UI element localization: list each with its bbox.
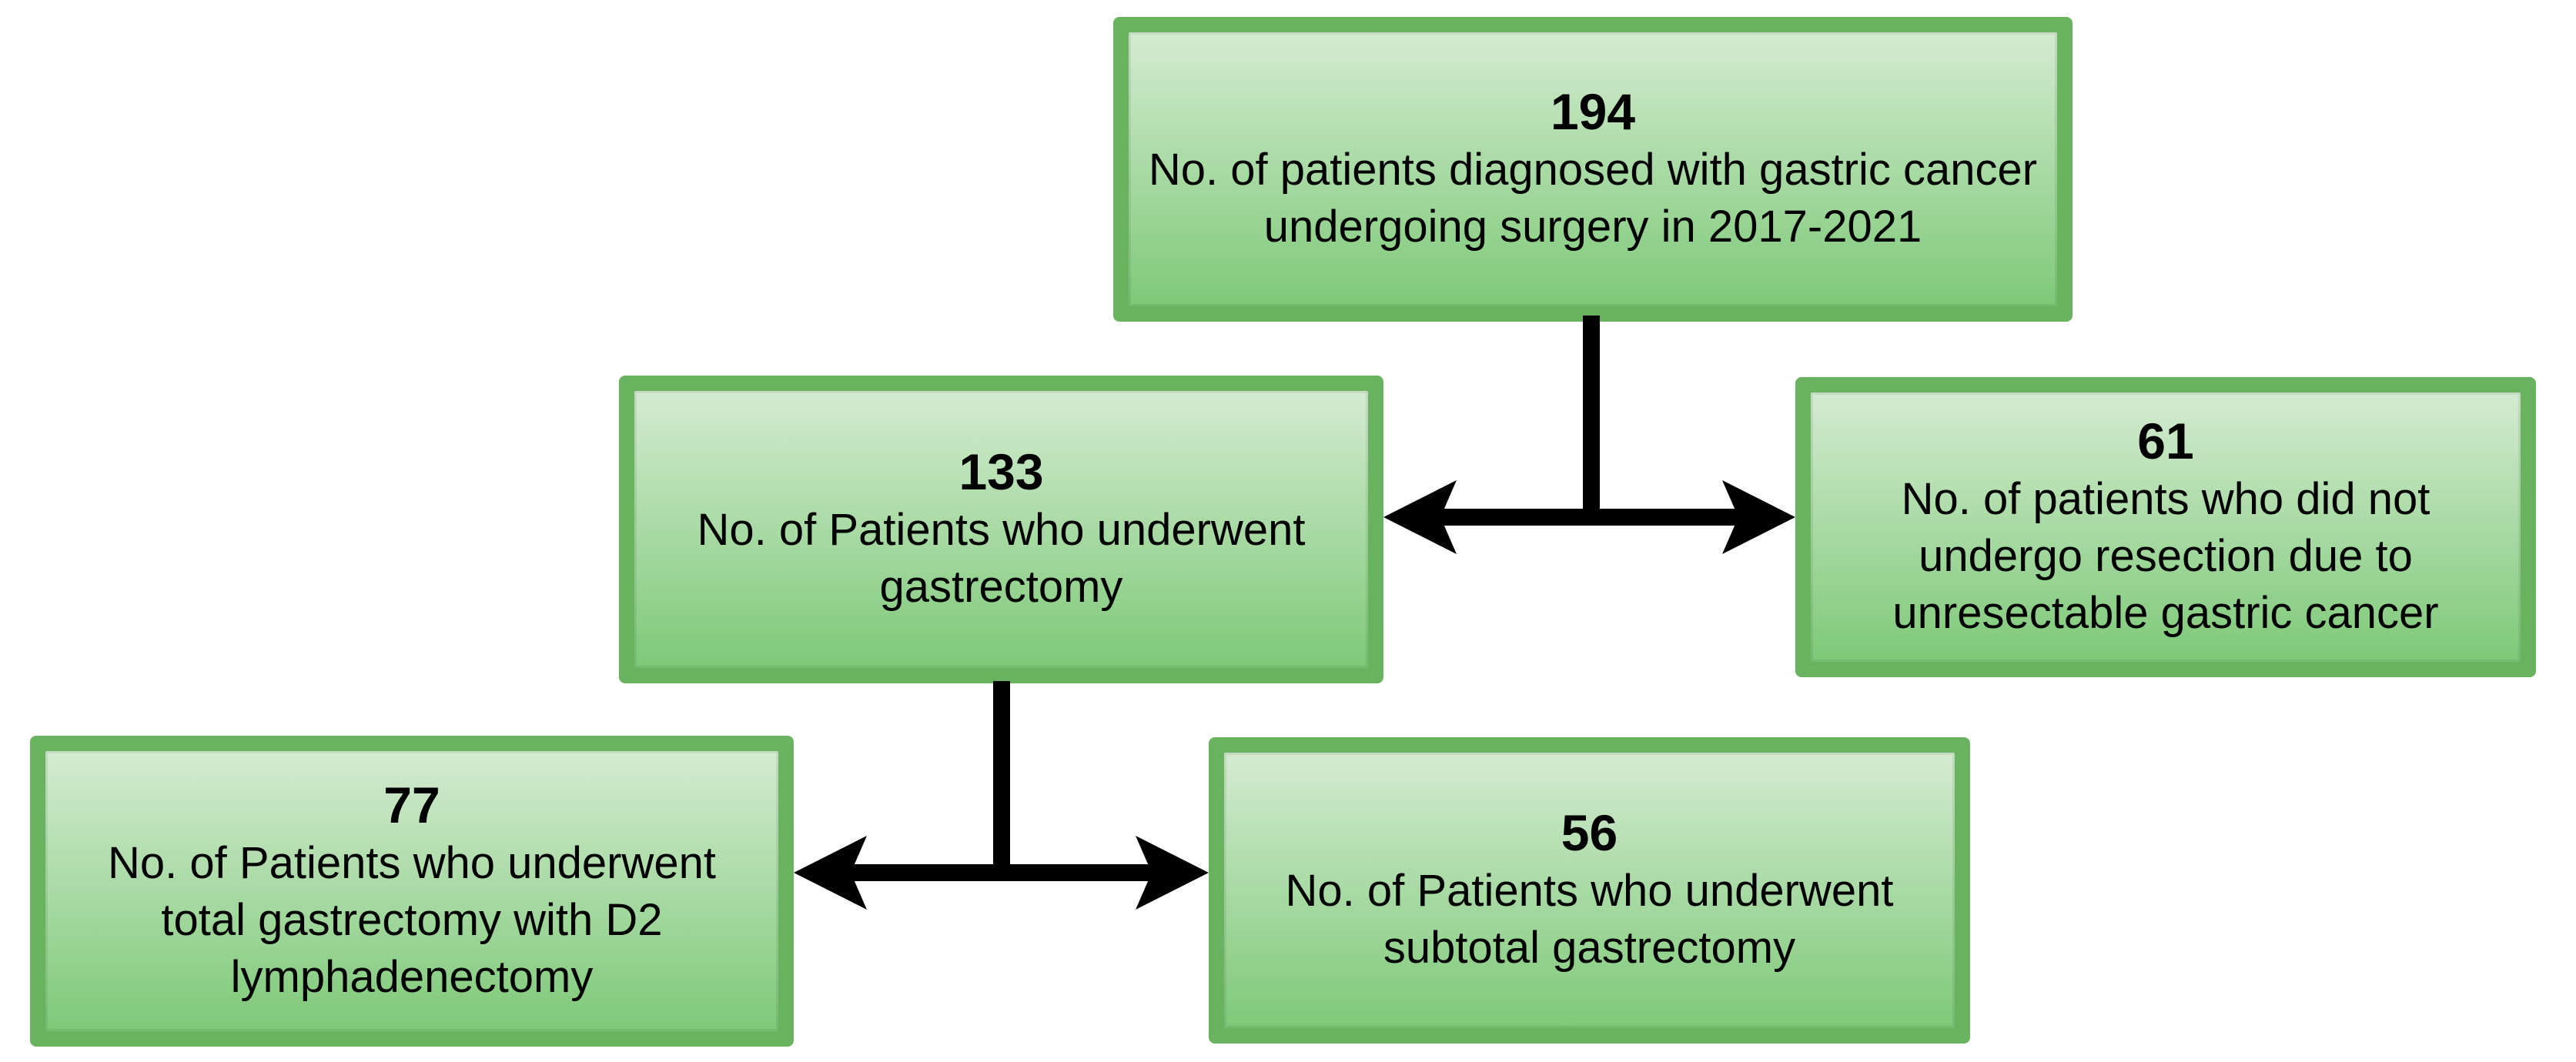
connector1-vertical-line — [1583, 316, 1600, 526]
node-no-resection-body: 61 No. of patients who did not undergo r… — [1811, 392, 2521, 662]
node-total-patients: 194 No. of patients diagnosed with gastr… — [1113, 17, 2073, 322]
connector1-horizontal-line — [1438, 509, 1738, 526]
node-label: No. of Patients who underwent gastrectom… — [697, 504, 1306, 612]
node-gastrectomy-body: 133 No. of Patients who underwent gastre… — [634, 391, 1368, 668]
node-no-resection: 61 No. of patients who did not undergo r… — [1795, 377, 2536, 677]
connector2-vertical-line — [993, 681, 1010, 881]
node-label: No. of Patients who underwent subtotal g… — [1285, 865, 1894, 973]
node-count: 194 — [1550, 82, 1636, 140]
node-subtotal-gastrectomy: 56 No. of Patients who underwent subtota… — [1209, 737, 1970, 1044]
connector2-horizontal-line — [851, 864, 1152, 881]
node-gastrectomy: 133 No. of Patients who underwent gastre… — [619, 376, 1383, 683]
node-label: No. of patients diagnosed with gastric c… — [1148, 144, 2038, 252]
node-total-gastrectomy-d2-body: 77 No. of Patients who underwent total g… — [45, 751, 778, 1031]
node-count: 133 — [958, 442, 1044, 500]
node-total-patients-body: 194 No. of patients diagnosed with gastr… — [1129, 32, 2057, 306]
node-label: No. of Patients who underwent total gast… — [108, 837, 716, 1003]
node-subtotal-gastrectomy-body: 56 No. of Patients who underwent subtota… — [1224, 753, 1955, 1028]
node-count: 56 — [1561, 803, 1618, 861]
node-total-gastrectomy-d2: 77 No. of Patients who underwent total g… — [30, 736, 794, 1047]
node-label: No. of patients who did not undergo rese… — [1892, 473, 2439, 639]
node-count: 61 — [2137, 412, 2194, 469]
node-count: 77 — [383, 776, 440, 833]
